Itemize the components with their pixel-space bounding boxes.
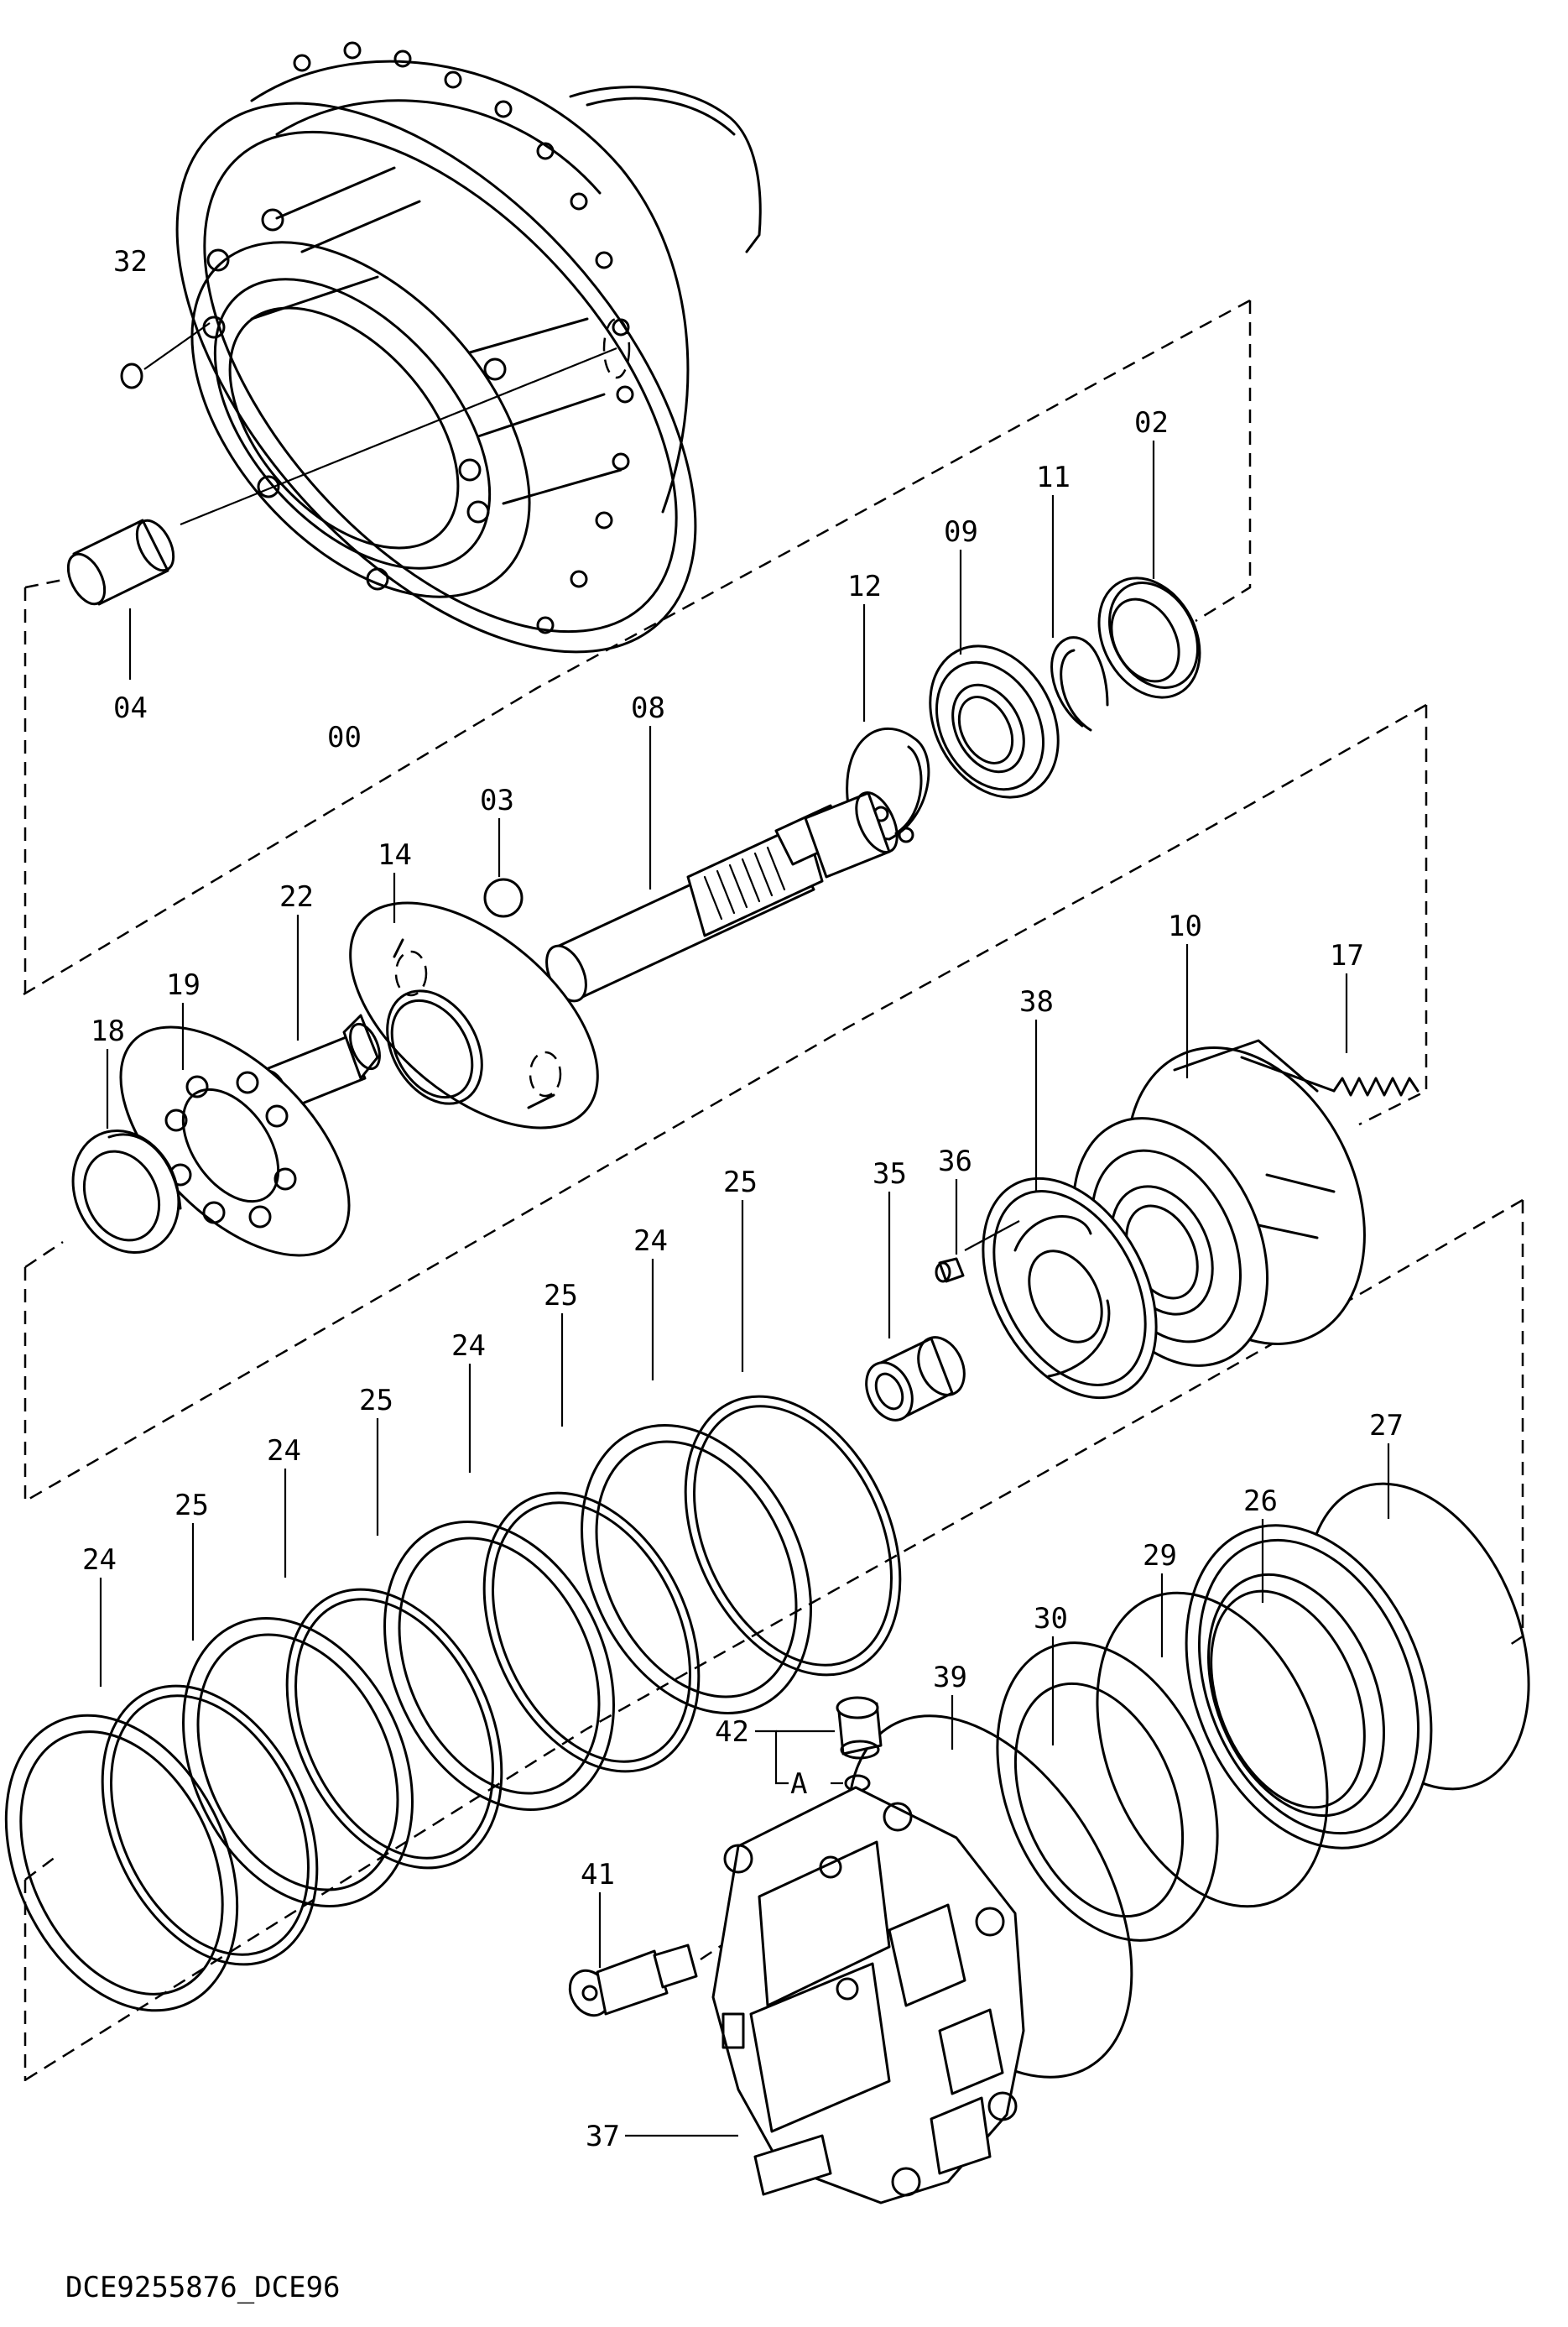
- plug-part-42: [755, 1696, 883, 1792]
- label-30: 30: [1034, 1602, 1068, 1636]
- bolt-holes: [202, 41, 634, 634]
- spring-plate-part-30: [996, 1636, 1219, 1942]
- label-02: 02: [1134, 406, 1169, 440]
- retainer-plate-part-19: [119, 1003, 351, 1257]
- part-labels: 32 04 00 02 11 09 12 08 03 14 22 19 18 1…: [82, 245, 1404, 2153]
- spherical-bushing-part-18: [71, 1049, 182, 1255]
- disc-part-25-b: [482, 1313, 701, 1773]
- bearing-part-09: [929, 550, 1060, 799]
- label-37: 37: [586, 2120, 620, 2153]
- plate-part-24-d: [4, 1578, 239, 2012]
- brake-piston-part-26: [1185, 1519, 1433, 1850]
- retaining-ring-part-11: [1050, 495, 1109, 732]
- label-36: 36: [938, 1145, 972, 1178]
- label-00: 00: [327, 721, 362, 754]
- pin-part-04: [66, 347, 617, 680]
- label-25-b: 25: [544, 1279, 578, 1312]
- o-ring-part-32: [120, 322, 211, 389]
- label-24-c: 24: [267, 1434, 301, 1468]
- plate-part-24-b: [383, 1364, 615, 1811]
- o-ring-part-29: [1096, 1573, 1329, 1908]
- pin-part-36: [935, 1179, 1020, 1283]
- label-41: 41: [581, 1858, 615, 1891]
- label-38: 38: [1019, 985, 1054, 1019]
- label-04: 04: [113, 691, 148, 725]
- label-14: 14: [378, 838, 412, 872]
- label-08: 08: [631, 691, 665, 725]
- oil-seal-part-02: [1097, 441, 1201, 699]
- label-24-a: 24: [633, 1224, 668, 1258]
- label-detail-a: A: [790, 1767, 807, 1801]
- label-19: 19: [166, 968, 201, 1002]
- label-32: 32: [113, 245, 148, 279]
- label-25-d: 25: [175, 1489, 209, 1522]
- label-12: 12: [847, 570, 882, 603]
- label-18: 18: [91, 1015, 125, 1048]
- label-10: 10: [1168, 910, 1202, 943]
- label-22: 22: [279, 880, 314, 914]
- plate-part-24-c: [182, 1469, 414, 1907]
- label-26: 26: [1243, 1484, 1278, 1518]
- shaft-part-08: [545, 726, 899, 1003]
- label-03: 03: [480, 784, 514, 817]
- label-24-b: 24: [451, 1329, 486, 1363]
- motor-cover-part-37: [625, 1786, 1025, 2204]
- label-39: 39: [933, 1661, 967, 1694]
- hub-housing-part-00: [175, 41, 762, 654]
- label-29: 29: [1143, 1539, 1177, 1573]
- snap-ring-part-12: [846, 604, 930, 843]
- label-09: 09: [944, 515, 978, 549]
- valve-plate-part-38: [982, 1020, 1158, 1400]
- plate-part-24-a: [581, 1259, 812, 1714]
- label-27: 27: [1369, 1409, 1404, 1443]
- disc-part-25-c: [285, 1418, 503, 1870]
- label-17: 17: [1330, 939, 1364, 973]
- label-25-a: 25: [723, 1166, 758, 1199]
- label-25-c: 25: [359, 1384, 393, 1417]
- bolt-part-41: [568, 1892, 739, 2017]
- drawing-code: DCE9255876_DCE96: [65, 2271, 341, 2304]
- label-42: 42: [715, 1715, 749, 1749]
- ball-part-03: [483, 818, 524, 918]
- disc-part-25-d: [101, 1523, 319, 1966]
- label-35: 35: [873, 1157, 907, 1191]
- needle-bearing-part-35: [865, 1192, 966, 1422]
- spring-part-17: [1332, 973, 1420, 1097]
- label-24-d: 24: [82, 1543, 117, 1577]
- disc-part-25-a: [684, 1200, 902, 1677]
- swash-plate-part-14: [349, 873, 599, 1130]
- label-11: 11: [1036, 461, 1071, 494]
